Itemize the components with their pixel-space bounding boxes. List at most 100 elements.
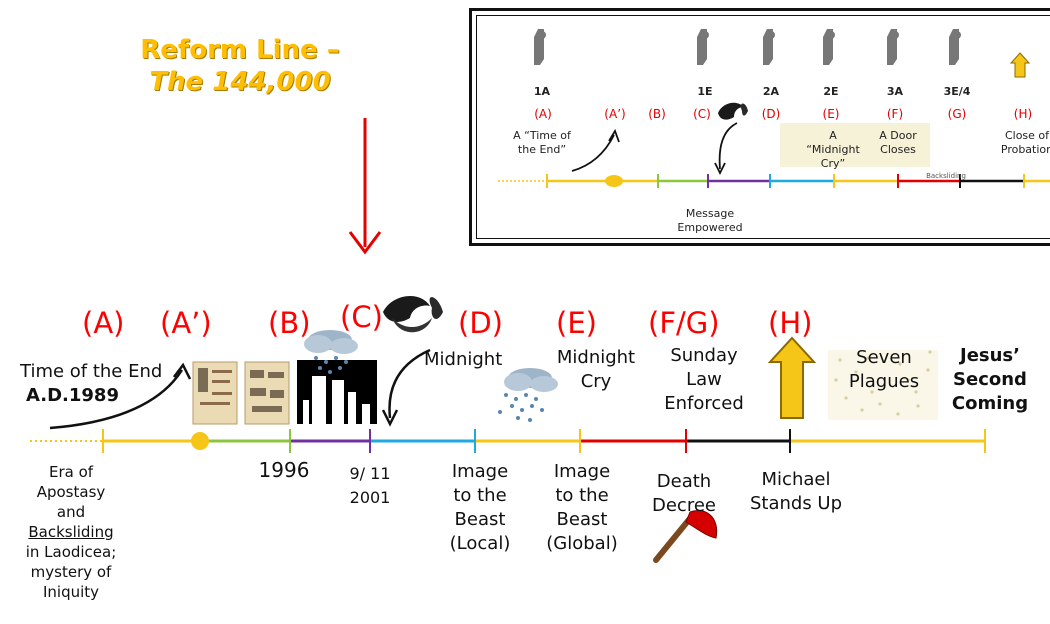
era-line-2: Apostasy — [36, 483, 106, 501]
inset-angel-3e4: 3E/4 — [943, 85, 971, 98]
seven-plagues-label: Seven Plagues — [834, 346, 934, 394]
era-line-3: and — [56, 503, 86, 521]
label-h: (H) — [768, 306, 813, 340]
angel-icons — [534, 29, 961, 65]
nine-eleven-line-2: 2001 — [349, 488, 391, 507]
sunday-line-2: Law — [686, 369, 722, 390]
img-local-line-4: (Local) — [449, 533, 511, 554]
inset-up-arrow-icon — [1009, 52, 1031, 78]
inset-angel-1e: 1E — [697, 85, 713, 98]
inset-label-a: (A) — [534, 107, 552, 121]
pointer-arrow-head — [348, 231, 382, 255]
seven-line-1: Seven — [856, 347, 912, 368]
inset-door-line-1: A Door — [879, 129, 917, 142]
dark-wings-icon — [383, 295, 443, 333]
angel-icon-2a — [763, 29, 775, 65]
label-a-prime: (A’) — [160, 306, 212, 340]
axe-icon — [653, 510, 718, 563]
curved-arrow-c-head — [381, 409, 399, 427]
inset-label-d: (D) — [761, 107, 781, 121]
inset-close-line-2: Probation — [1000, 143, 1050, 156]
img-global-line-2: to the — [555, 485, 609, 506]
label-b: (B) — [268, 306, 311, 340]
image-beast-global-label: Image to the Beast (Global) — [542, 460, 622, 556]
jesus-line-3: Coming — [951, 393, 1029, 414]
time-of-end-text: Time of the End — [20, 361, 163, 382]
title-line-1: Reform Line – — [140, 35, 340, 65]
midnight-label: Midnight — [424, 349, 503, 370]
curved-arrow-a — [49, 369, 184, 430]
img-local-line-2: to the — [453, 485, 507, 506]
sunday-line-1: Sunday — [670, 345, 738, 366]
inset-midnight-cry: A “Midnight Cry” — [798, 129, 868, 171]
inset-door-closes: A Door Closes — [868, 129, 928, 157]
curved-arrow-c — [388, 348, 431, 419]
inset-close-probation: Close of Probation — [992, 129, 1050, 157]
angel-icon-1e — [697, 29, 709, 65]
up-arrow-icon — [767, 336, 817, 419]
inset-mc-line-2: “Midnight — [806, 143, 860, 156]
second-coming-label: Jesus’ Second Coming — [940, 344, 1040, 416]
inset-backsliding: Backsliding — [926, 172, 966, 180]
image-beast-local-label: Image to the Beast (Local) — [440, 460, 520, 556]
inset-angel-3a: 3A — [886, 85, 904, 98]
inset-wings-icon — [718, 102, 744, 120]
inset-message-empowered: Message Empowered — [672, 207, 748, 235]
seven-plagues-speckles — [828, 350, 938, 420]
diagram-title: Reform Line – The 144,000 — [60, 34, 420, 98]
midnight-cry-line-2: Cry — [580, 371, 612, 392]
time-of-end-label: Time of the End A.D.1989 — [20, 360, 190, 408]
inset-time-end-line-1: A “Time of — [513, 129, 571, 142]
jesus-line-1: Jesus’ — [960, 345, 1020, 366]
inset-time-end-line-2: the End” — [517, 143, 567, 156]
inset-msg-line-2: Empowered — [677, 221, 743, 234]
angel-icon-1a — [534, 29, 546, 65]
img-global-line-3: Beast — [556, 509, 608, 530]
jesus-line-2: Second — [953, 369, 1027, 390]
img-local-line-3: Beast — [454, 509, 506, 530]
sunday-line-3: Enforced — [664, 393, 744, 414]
year-1989-text: A.D.1989 — [26, 385, 119, 406]
inset-door-line-2: Closes — [880, 143, 916, 156]
era-apostasy-label: Era of Apostasy and Backsliding in Laodi… — [16, 462, 126, 602]
inset-diagram: 1A 1E 2A 2E 3A 3E/4 (A) (A’) (B) (C) (D)… — [469, 8, 1050, 246]
era-line-4: Backsliding — [28, 523, 114, 541]
inset-angel-2e: 2E — [823, 85, 839, 98]
year-1996-label: 1996 — [258, 458, 310, 482]
inset-time-of-end: A “Time of the End” — [502, 129, 582, 157]
inset-label-c: (C) — [693, 107, 711, 121]
label-c: (C) — [340, 300, 383, 334]
michael-line-2: Stands Up — [749, 493, 843, 514]
inset-mc-line-3: Cry” — [820, 157, 846, 170]
inset-inner-frame — [476, 15, 1050, 239]
prophetic-charts-picture — [192, 361, 290, 425]
inset-angel-2a: 2A — [762, 85, 780, 98]
timeline-marker-dot — [191, 432, 209, 450]
curved-arrow-a-head — [173, 362, 192, 380]
label-e: (E) — [556, 306, 597, 340]
label-d: (D) — [458, 306, 503, 340]
midnight-cry-label: Midnight Cry — [556, 346, 636, 394]
img-global-line-1: Image — [553, 461, 611, 482]
death-decree-label: Death Decree — [644, 470, 724, 518]
inset-close-line-1: Close of — [1004, 129, 1050, 142]
michael-line-1: Michael — [761, 469, 831, 490]
era-line-7: Iniquity — [42, 583, 100, 601]
era-line-6: mystery of — [30, 563, 112, 581]
seven-line-2: Plagues — [848, 371, 920, 392]
inset-label-b: (B) — [648, 107, 666, 121]
storm-cloud-icon-2 — [498, 368, 558, 422]
label-fg: (F/G) — [648, 306, 720, 340]
era-line-5: in Laodicea; — [25, 543, 117, 561]
michael-stands-up-label: Michael Stands Up — [736, 468, 856, 516]
img-global-line-4: (Global) — [546, 533, 618, 554]
twin-towers-picture — [297, 360, 377, 424]
inset-label-a-prime: (A’) — [604, 107, 626, 121]
angel-icon-3a — [887, 29, 899, 65]
inset-label-h: (H) — [1013, 107, 1033, 121]
img-local-line-1: Image — [451, 461, 509, 482]
death-line-2: Decree — [652, 495, 716, 516]
inset-msg-line-1: Message — [685, 207, 735, 220]
midnight-cry-line-1: Midnight — [556, 347, 636, 368]
